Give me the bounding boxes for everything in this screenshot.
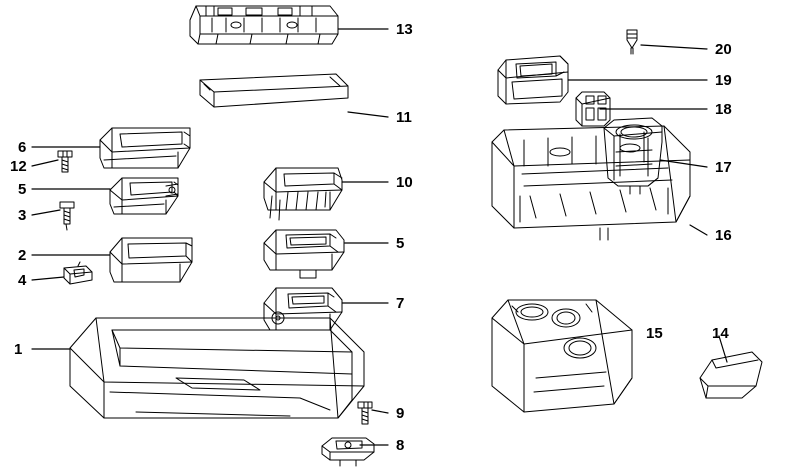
part-4-small-clip-bracket xyxy=(63,261,93,285)
part-20-bulb xyxy=(626,29,638,55)
callout-6[interactable]: 6 xyxy=(18,139,27,156)
leader-lines xyxy=(31,28,728,446)
part-15-console-top-trim xyxy=(491,299,633,413)
callout-8[interactable]: 8 xyxy=(396,437,405,454)
callout-2[interactable]: 2 xyxy=(18,247,27,264)
part-3-long-screw xyxy=(59,201,75,231)
part-16-console-frame xyxy=(491,125,691,241)
callout-9[interactable]: 9 xyxy=(396,405,405,422)
part-2-closed-lid-box xyxy=(109,237,193,283)
callout-14[interactable]: 14 xyxy=(712,325,729,342)
part-14-pad-cover xyxy=(699,351,763,399)
callout-19[interactable]: 19 xyxy=(715,72,732,89)
callout-5-upper[interactable]: 5 xyxy=(18,181,27,198)
callout-4[interactable]: 4 xyxy=(18,272,27,289)
part-18-connector-block xyxy=(575,91,611,127)
callout-1[interactable]: 1 xyxy=(14,341,23,358)
callout-17[interactable]: 17 xyxy=(715,159,732,176)
part-19-switch-bezel xyxy=(497,55,569,105)
part-10-ribbed-ashtray-box xyxy=(263,167,343,221)
part-12-screw-fastener xyxy=(57,150,73,173)
part-7-lighter-socket-box xyxy=(263,287,343,331)
callout-12[interactable]: 12 xyxy=(10,158,27,175)
callout-5-right[interactable]: 5 xyxy=(396,235,405,252)
callout-13[interactable]: 13 xyxy=(396,21,413,38)
part-11-flat-cover-panel xyxy=(199,73,349,108)
callout-15[interactable]: 15 xyxy=(646,325,663,342)
callout-7[interactable]: 7 xyxy=(396,295,405,312)
callout-18[interactable]: 18 xyxy=(715,101,732,118)
part-9-screw-fastener xyxy=(357,401,373,425)
part-8-mounting-plate xyxy=(321,437,375,467)
callout-11[interactable]: 11 xyxy=(396,109,412,126)
part-1-main-console-shell xyxy=(69,317,365,419)
part-6-open-tray-upper xyxy=(99,127,191,169)
callout-10[interactable]: 10 xyxy=(396,174,413,191)
callout-3[interactable]: 3 xyxy=(18,207,27,224)
callout-16[interactable]: 16 xyxy=(715,227,732,244)
part-5a-small-tray-insert xyxy=(109,177,179,215)
part-13-long-rail-bracket xyxy=(189,5,339,45)
part-5b-switch-housing-box xyxy=(263,229,345,279)
callout-20[interactable]: 20 xyxy=(715,41,732,58)
